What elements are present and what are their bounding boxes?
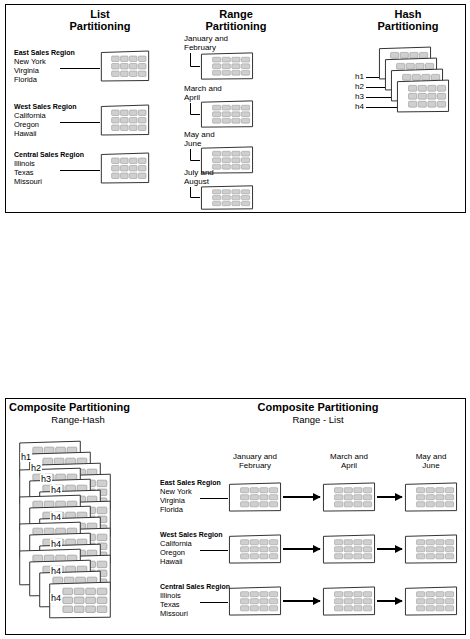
flow-arrow	[283, 548, 320, 550]
flow-arrow	[283, 600, 320, 602]
partition-sheet	[397, 80, 448, 112]
section-subheading: Range-Hash	[28, 414, 128, 425]
section-heading: Range Partitioning	[201, 8, 271, 32]
leader-line	[200, 602, 228, 603]
partition-sheet	[50, 582, 111, 618]
flow-arrow	[377, 548, 402, 550]
partition-sheet	[229, 535, 280, 563]
partition-sheet	[101, 105, 148, 135]
flow-arrow	[377, 600, 402, 602]
range-label: January and February	[231, 452, 279, 470]
range-label: March and April	[184, 84, 232, 102]
state-label: Virginia	[160, 496, 185, 505]
flow-arrow	[377, 496, 402, 498]
region-label: East Sales Region	[14, 48, 75, 57]
region-label: East Sales Region	[160, 478, 221, 487]
hash-label: h4	[50, 512, 62, 522]
hash-label: h1	[355, 72, 364, 82]
section-heading: Hash Partitioning	[373, 8, 443, 32]
partition-sheet	[229, 587, 280, 615]
state-label: California	[14, 111, 46, 120]
hash-label: h4	[50, 593, 62, 603]
state-label: Illinois	[14, 159, 35, 168]
state-label: Virginia	[14, 66, 39, 75]
state-label: Oregon	[160, 548, 185, 557]
partition-sheet	[323, 535, 374, 563]
range-label: January and February	[184, 34, 232, 52]
flow-arrow	[283, 496, 320, 498]
hash-label: h1	[20, 452, 32, 462]
range-label: March and April	[325, 452, 373, 470]
state-label: Texas	[14, 168, 34, 177]
leader-line	[366, 77, 379, 78]
leader-line	[60, 68, 100, 69]
panel-border	[6, 399, 466, 635]
hash-label: h2	[30, 463, 42, 473]
partition-sheet	[101, 51, 148, 81]
leader-line	[200, 550, 228, 551]
partition-sheet	[323, 587, 374, 615]
hash-label: h4	[50, 539, 62, 549]
hash-label: h4	[50, 485, 62, 495]
hash-label: h3	[355, 92, 364, 102]
panel-border	[6, 5, 466, 213]
region-label: Central Sales Region	[14, 150, 84, 159]
range-label: May and June	[407, 452, 455, 470]
leader-line	[200, 498, 228, 499]
partition-sheet	[229, 483, 280, 511]
region-label: Central Sales Region	[160, 582, 230, 591]
partition-sheet	[405, 483, 456, 511]
hash-label: h3	[40, 474, 52, 484]
section-subheading: Range - List	[238, 414, 398, 425]
state-label: Florida	[14, 75, 37, 84]
partition-sheet	[323, 483, 374, 511]
state-label: New York	[14, 57, 46, 66]
partition-sheet	[201, 53, 252, 79]
section-heading: List Partitioning	[65, 8, 135, 32]
leader-line	[191, 187, 201, 198]
partition-sheet	[101, 153, 148, 183]
hash-label: h4	[355, 102, 364, 112]
section-heading: Composite Partitioning	[238, 401, 398, 413]
region-label: West Sales Region	[160, 530, 223, 539]
partition-sheet	[201, 101, 252, 127]
leader-line	[191, 53, 201, 67]
range-label: May and June	[184, 130, 232, 148]
state-label: Hawaii	[160, 557, 183, 566]
region-label: West Sales Region	[14, 102, 77, 111]
state-label: Florida	[160, 505, 183, 514]
leader-line	[366, 97, 391, 98]
leader-line	[191, 103, 201, 115]
hash-label: h2	[355, 82, 364, 92]
leader-line	[366, 87, 385, 88]
section-heading: Composite Partitioning	[9, 401, 130, 413]
leader-line	[191, 149, 201, 161]
hash-label: h4	[50, 566, 62, 576]
leader-line	[366, 107, 397, 108]
range-label: July and August	[184, 168, 232, 186]
state-label: Texas	[160, 600, 180, 609]
state-label: New York	[160, 487, 192, 496]
state-label: Hawaii	[14, 129, 37, 138]
partition-sheet	[405, 535, 456, 563]
leader-line	[60, 122, 100, 123]
state-label: Missouri	[14, 177, 42, 186]
partition-sheet	[201, 186, 252, 209]
state-label: Missouri	[160, 609, 188, 618]
state-label: Oregon	[14, 120, 39, 129]
state-label: Illinois	[160, 591, 181, 600]
partition-sheet	[405, 587, 456, 615]
state-label: California	[160, 539, 192, 548]
leader-line	[60, 170, 100, 171]
